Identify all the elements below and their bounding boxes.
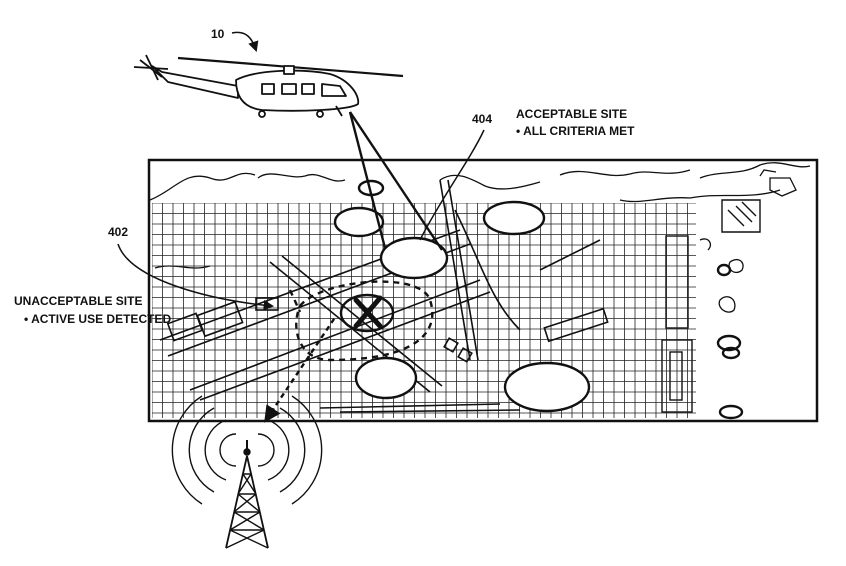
terrain-map (147, 158, 819, 423)
unacceptable-title: UNACCEPTABLE SITE (14, 294, 142, 308)
unacceptable-site-callout: UNACCEPTABLE SITE • ACTIVE USE DETECTED (14, 294, 171, 326)
acceptable-title: ACCEPTABLE SITE (516, 107, 627, 121)
radio-tower-icon (171, 395, 323, 549)
site-ellipse-large-right (503, 361, 591, 413)
unacceptable-bullet: • ACTIVE USE DETECTED (24, 312, 171, 326)
site-ellipse-far-right-4 (716, 263, 732, 277)
site-ellipse-far-right-1 (716, 334, 742, 352)
site-ellipse-upper-right (482, 200, 546, 236)
ref-404-label: 404 (472, 112, 492, 126)
site-ellipse-lower (354, 356, 418, 400)
site-ellipse-far-right-3 (718, 404, 744, 420)
candidate-sites (333, 179, 744, 420)
acceptable-bullet: • ALL CRITERIA MET (516, 124, 635, 138)
figure-ref-label: 10 (211, 27, 225, 41)
link-to-tower (264, 315, 337, 423)
ref-402: 402 (108, 225, 275, 311)
acceptable-site-callout: ACCEPTABLE SITE • ALL CRITERIA MET (516, 107, 635, 138)
helicopter-icon (133, 54, 404, 118)
site-ellipse-upper-left (333, 206, 385, 238)
reject-x-icon (353, 295, 383, 329)
ref-404: 404 (419, 112, 492, 241)
site-ellipse-far-right-2 (721, 346, 741, 360)
figure-ref-10: 10 (211, 27, 259, 52)
site-404-acceptable (379, 236, 449, 280)
terrain-features (150, 162, 811, 313)
ref-402-label: 402 (108, 225, 128, 239)
site-402-unacceptable (339, 293, 395, 333)
dashed-zone (288, 280, 434, 362)
